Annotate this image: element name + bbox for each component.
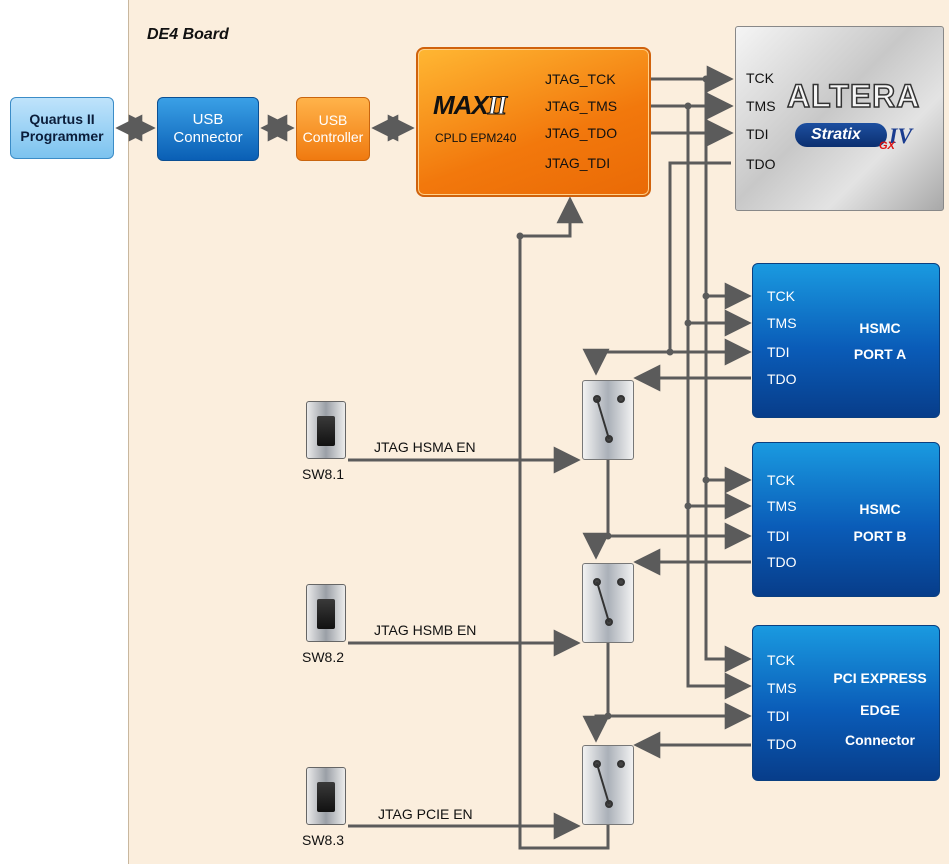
signal-hsma-en: JTAG HSMA EN xyxy=(374,439,476,455)
hsmb-title-line2: PORT B xyxy=(853,528,907,544)
quartus-programmer-block: Quartus II Programmer xyxy=(10,97,114,159)
pcie-pin-tms: TMS xyxy=(767,680,797,696)
dip-switch-sw8-1[interactable] xyxy=(306,401,346,459)
fpga-pin-tms: TMS xyxy=(746,98,776,114)
max-ii-cpld-block xyxy=(416,47,651,197)
board-title: DE4 Board xyxy=(147,26,229,43)
wire-switch2-switch3 xyxy=(582,643,610,743)
hsma-pin-tms: TMS xyxy=(767,315,797,331)
pcie-pin-tdi: TDI xyxy=(767,708,790,724)
stratix-iv-logo: Stratix IV GX xyxy=(795,123,935,153)
pcie-pin-tdo: TDO xyxy=(767,736,797,752)
max-pin-tdo: JTAG_TDO xyxy=(545,125,618,141)
fpga-pin-tdo: TDO xyxy=(746,156,776,172)
max-subtitle: CPLD EPM240 xyxy=(435,131,517,145)
altera-logo: ALTERA xyxy=(786,78,921,114)
pcie-pin-tck: TCK xyxy=(767,652,795,668)
quartus-label-line2: Programmer xyxy=(20,128,104,144)
hsma-pin-tdo: TDO xyxy=(767,371,797,387)
stratix-iv-fpga-block xyxy=(735,26,944,211)
fpga-pin-tck: TCK xyxy=(746,70,774,86)
usb-controller-line2: Controller xyxy=(302,129,364,145)
sw8-3-label: SW8.3 xyxy=(302,832,345,848)
pcie-edge-connector-block xyxy=(752,625,940,781)
hsmc-port-a-block xyxy=(752,263,940,418)
sw8-2-label: SW8.2 xyxy=(302,649,345,665)
jtag-mux-switch-pcie xyxy=(582,745,634,825)
pcie-title-line1: PCI EXPRESS xyxy=(833,670,927,686)
usb-connector-block: USB Connector xyxy=(157,97,259,161)
wire-return-max-tdi xyxy=(518,196,610,850)
hsmc-port-b-block xyxy=(752,442,940,597)
dip-switch-sw8-2[interactable] xyxy=(306,584,346,642)
hsmb-pin-tdo: TDO xyxy=(767,554,797,570)
max-ii-logo: MAXII xyxy=(433,90,508,121)
signal-pcie-en: JTAG PCIE EN xyxy=(378,806,473,822)
jtag-mux-switch-hsmb xyxy=(582,563,634,643)
max-pin-tms: JTAG_TMS xyxy=(545,98,618,114)
usb-controller-block: USB Controller xyxy=(296,97,370,161)
jtag-mux-switch-hsma xyxy=(582,380,634,460)
signal-hsmb-en: JTAG HSMB EN xyxy=(374,622,477,638)
max-pin-tdi: JTAG_TDI xyxy=(545,155,611,171)
hsma-title-line1: HSMC xyxy=(859,320,901,336)
hsma-pin-tdi: TDI xyxy=(767,344,790,360)
dip-switch-sw8-3[interactable] xyxy=(306,767,346,825)
pcie-title-line2: EDGE xyxy=(860,702,900,718)
fpga-pin-tdi: TDI xyxy=(746,126,769,142)
max-pin-tck: JTAG_TCK xyxy=(545,71,616,87)
usb-connector-line1: USB xyxy=(192,111,224,128)
wire-tms-bus xyxy=(686,106,752,700)
hsmb-pin-tck: TCK xyxy=(767,472,795,488)
usb-connector-line2: Connector xyxy=(173,129,243,146)
hsma-title-line2: PORT A xyxy=(853,346,907,362)
quartus-label-line1: Quartus II xyxy=(29,111,95,127)
pcie-title-line3: Connector xyxy=(845,732,915,748)
hsmb-title-line1: HSMC xyxy=(859,501,901,517)
wire-switch1-switch2 xyxy=(582,460,610,560)
hsmb-pin-tdi: TDI xyxy=(767,528,790,544)
hsmb-pin-tms: TMS xyxy=(767,498,797,514)
sw8-1-label: SW8.1 xyxy=(302,466,345,482)
hsma-pin-tck: TCK xyxy=(767,288,795,304)
usb-controller-line1: USB xyxy=(318,112,348,128)
wire-tck-bus xyxy=(704,79,752,673)
